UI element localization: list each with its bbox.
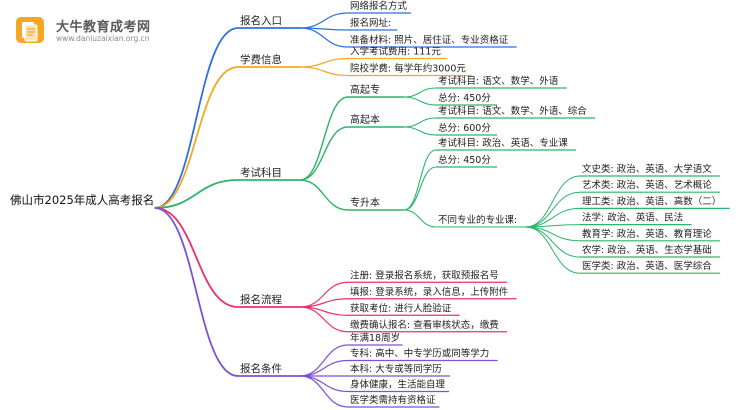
connector-line — [299, 375, 349, 408]
leaf-node: 年满18周岁 — [350, 332, 400, 344]
book-icon — [14, 13, 48, 47]
connector-line — [299, 27, 349, 48]
subbranch-node: 专升本 — [350, 196, 380, 209]
connector-line — [299, 66, 349, 77]
leaf-node: 理工类: 政治、英语、高数（二） — [582, 195, 721, 207]
connector-line — [525, 226, 581, 274]
leaf-node: 总分: 450分 — [438, 92, 491, 104]
connector-line — [299, 359, 349, 377]
connector-line — [299, 12, 349, 29]
connector-line — [403, 166, 437, 211]
subbranch-node: 高起专 — [350, 83, 380, 96]
subgroup-node: 不同专业的专业课: — [438, 214, 517, 226]
leaf-node: 医学类需持有资格证 — [350, 394, 436, 406]
connector-line — [154, 27, 239, 209]
leaf-node: 网络报名方式 — [350, 0, 408, 12]
leaf-node: 农学: 政治、英语、生态学基础 — [582, 244, 712, 256]
leaf-node: 专科: 高中、中专学历或同等学力 — [350, 348, 489, 360]
connector-line — [299, 306, 349, 333]
leaf-node: 考试科目: 语文、数学、外语 — [438, 75, 559, 87]
branch-node: 报名条件 — [240, 362, 282, 375]
leaf-node: 文史类: 政治、英语、大学语文 — [582, 163, 712, 175]
connector-line — [154, 207, 239, 377]
site-logo: 大牛教育成考网 www.daniuzaixian.org.cn — [14, 13, 150, 47]
connector-line — [299, 57, 349, 68]
leaf-node: 总分: 600分 — [438, 122, 491, 134]
leaf-node: 法学: 政治、英语、民法 — [582, 212, 683, 224]
leaf-node: 院校学费: 每学年约3000元 — [350, 63, 466, 75]
leaf-node: 教育学: 政治、英语、教育理论 — [582, 228, 712, 240]
logo-title: 大牛教育成考网 — [56, 20, 151, 35]
leaf-node: 考试科目: 语文、数学、外语、综合 — [438, 105, 587, 117]
leaf-node: 考试科目: 政治、英语、专业课 — [438, 137, 568, 149]
connector-line — [154, 179, 239, 209]
leaf-node: 报名网址: — [350, 17, 391, 29]
connector-line — [525, 191, 581, 228]
leaf-node: 艺术类: 政治、英语、艺术概论 — [582, 179, 712, 191]
logo-url: www.daniuzaixian.org.cn — [56, 34, 150, 43]
leaf-node: 缴费确认报名: 查看审核状态，缴费 — [350, 319, 499, 331]
connector-line — [154, 66, 239, 209]
leaf-node: 获取考位: 进行人脸验证 — [350, 302, 452, 314]
leaf-node: 身体健康，生活能自理 — [350, 379, 446, 391]
connector-line — [299, 126, 349, 181]
leaf-node: 入学考试费用: 111元 — [350, 46, 441, 58]
connector-line — [403, 87, 437, 98]
leaf-node: 填报: 登录系统，录入信息，上传附件 — [350, 286, 509, 298]
leaf-node: 总分: 450分 — [438, 154, 491, 166]
connector-line — [154, 207, 239, 308]
connector-line — [299, 179, 349, 211]
leaf-node: 注册: 登录报名系统，获取预报名号 — [350, 269, 499, 281]
branch-node: 学费信息 — [240, 53, 282, 66]
connector-line — [403, 96, 437, 106]
branch-node: 报名入口 — [240, 14, 282, 27]
connector-line — [525, 226, 581, 258]
connector-line — [403, 126, 437, 136]
leaf-node: 医学类: 政治、英语、医学综合 — [582, 260, 712, 272]
connector-line — [299, 96, 349, 181]
branch-node: 考试科目 — [240, 166, 282, 179]
root-node: 佛山市2025年成人高考报名 — [10, 193, 154, 207]
connector-line — [525, 175, 581, 228]
subbranch-node: 高起本 — [350, 113, 380, 126]
leaf-node: 准备材料: 照片、居住证、专业资格证 — [350, 34, 509, 46]
branch-node: 报名流程 — [240, 293, 282, 306]
connector-line — [403, 117, 437, 128]
leaf-node: 本科: 大专或等同学历 — [350, 363, 442, 375]
connector-line — [299, 375, 349, 393]
connector-line — [403, 149, 437, 211]
connector-line — [403, 209, 437, 228]
